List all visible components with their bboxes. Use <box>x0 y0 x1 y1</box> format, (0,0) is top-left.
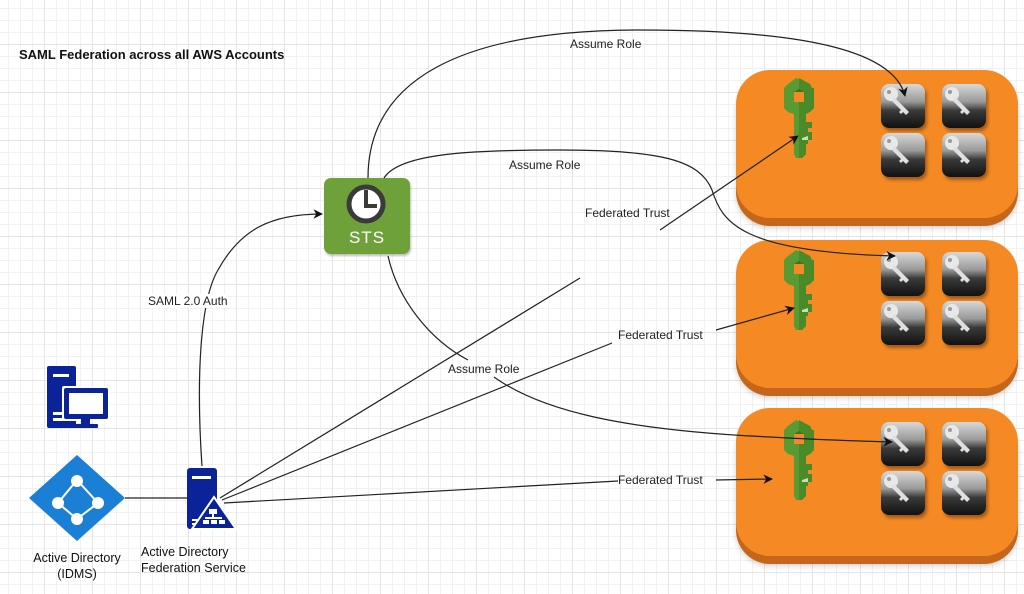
iam-role-tile[interactable] <box>881 301 925 345</box>
iam-role-tile[interactable] <box>881 252 925 296</box>
role-key-icon <box>945 425 970 453</box>
active-directory-label: Active Directory <box>33 551 121 565</box>
role-key-icon <box>945 136 970 164</box>
iam-role-tile[interactable] <box>881 422 925 466</box>
assume-role-label-3: Assume Role <box>448 362 520 376</box>
iam-role-tile[interactable] <box>881 84 925 128</box>
iam-role-tile[interactable] <box>942 252 986 296</box>
iam-role-tile[interactable] <box>942 133 986 177</box>
edge-federated-trust-1 <box>219 136 798 499</box>
federated-trust-label-3: Federated Trust <box>618 473 703 487</box>
adfs-sublabel: Federation Service <box>141 561 246 575</box>
iam-role-tile[interactable] <box>942 84 986 128</box>
adfs-caption: Active Directory Federation Service <box>141 544 246 576</box>
assume-role-label-1: Assume Role <box>570 37 642 51</box>
role-key-icon <box>884 255 909 283</box>
role-key-icon <box>884 304 909 332</box>
federated-trust-label-2: Federated Trust <box>618 328 703 342</box>
assume-role-label-2: Assume Role <box>509 158 581 172</box>
role-key-icon <box>884 474 909 502</box>
edge-saml-auth <box>198 209 323 467</box>
adfs-server-icon <box>187 468 238 530</box>
iam-role-tile[interactable] <box>942 471 986 515</box>
adfs-label: Active Directory <box>141 545 229 559</box>
role-key-icon <box>884 136 909 164</box>
role-key-icon <box>945 87 970 115</box>
workstation-icon <box>47 366 110 428</box>
saml-auth-label: SAML 2.0 Auth <box>148 294 228 308</box>
role-key-icon <box>945 255 970 283</box>
active-directory-sublabel: (IDMS) <box>57 567 97 581</box>
iam-role-tile[interactable] <box>881 471 925 515</box>
iam-role-tile[interactable] <box>942 422 986 466</box>
iam-role-tile[interactable] <box>881 133 925 177</box>
sts-label: STS <box>348 228 386 247</box>
clock-icon <box>346 184 386 224</box>
edge-federated-trust-2 <box>221 308 794 501</box>
sts-node[interactable]: STS <box>324 178 410 254</box>
role-key-icon <box>884 87 909 115</box>
active-directory-caption: Active Directory (IDMS) <box>22 550 132 582</box>
federated-trust-label-1: Federated Trust <box>585 206 670 220</box>
diagram-title: SAML Federation across all AWS Accounts <box>19 47 285 62</box>
active-directory-icon <box>29 455 125 541</box>
role-key-icon <box>945 474 970 502</box>
role-key-icon <box>945 304 970 332</box>
role-key-icon <box>884 425 909 453</box>
iam-role-tile[interactable] <box>942 301 986 345</box>
